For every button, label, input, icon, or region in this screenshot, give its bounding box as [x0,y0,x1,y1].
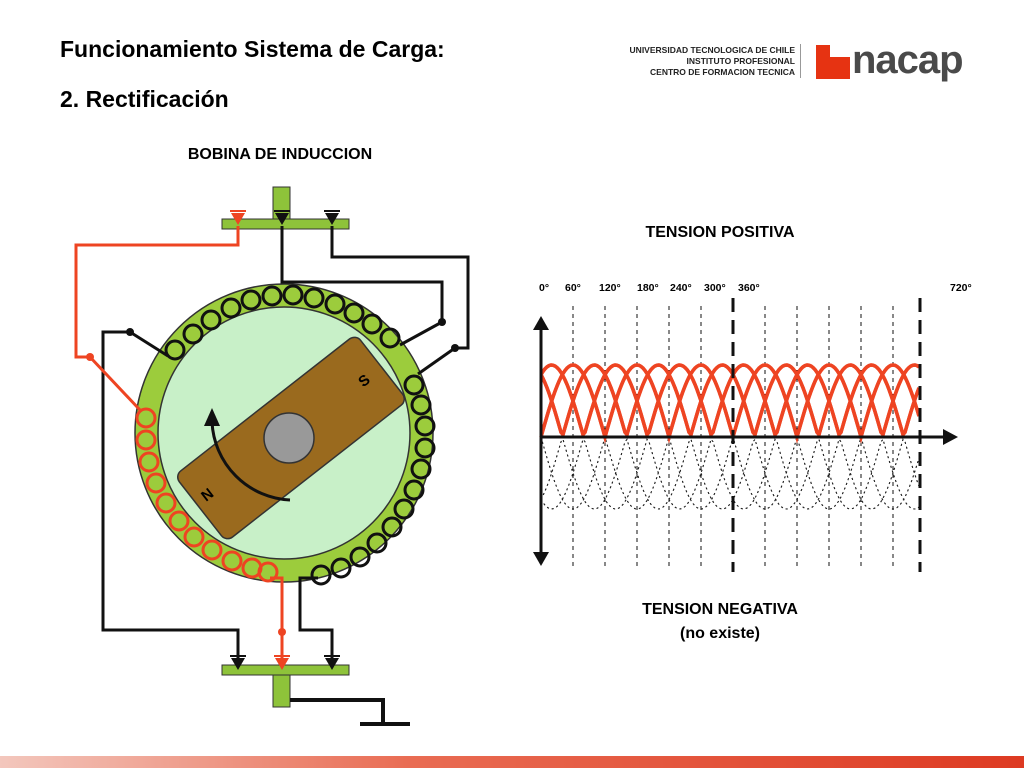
positive-wave [539,363,921,444]
institution-line-1: UNIVERSIDAD TECNOLOGICA DE CHILE [629,45,795,55]
degree-tick-label: 720° [950,282,972,294]
degree-tick-label: 300° [704,282,726,294]
positive-rectified-waves [539,363,921,444]
footer-bar [0,756,1024,768]
negative-label-line-1: TENSION NEGATIVA [642,601,798,618]
negative-wave [540,435,920,510]
institution-line-3: CENTRO DE FORMACION TECNICA [650,67,795,77]
rotor-shaft [263,412,315,464]
positive-wave [539,363,920,439]
ground-icon [290,698,410,726]
coil-winding-left [135,407,279,583]
logo-wordmark: nacap [852,38,964,82]
coil-winding-top [164,284,401,361]
degree-tick-label: 180° [637,282,659,294]
negative-wave [540,435,920,510]
negative-wave [540,438,920,510]
slide-subtitle: 2. Rectificación [60,86,229,112]
institution-name: UNIVERSIDAD TECNOLOGICA DE CHILE INSTITU… [615,45,795,78]
degree-tick-label: 240° [670,282,692,294]
degree-tick-label: 360° [738,282,760,294]
positive-wave [539,363,921,439]
degree-tick-label: 120° [599,282,621,294]
degree-tick-label: 60° [565,282,581,294]
logo-divider [800,44,801,78]
institution-line-2: INSTITUTO PROFESIONAL [686,56,795,66]
axis-arrow-up-icon [533,316,549,330]
slide-title: Funcionamiento Sistema de Carga: [60,36,445,62]
wiring-black [101,226,470,660]
coil-title: BOBINA DE INDUCCION [187,146,373,163]
bottom-rectifier-plate [221,664,350,708]
negative-half-waves [540,435,920,510]
degree-tick-label: 0° [539,282,550,294]
negative-wave [540,438,920,510]
axis-arrow-down-icon [533,552,549,566]
wire-junctions [86,318,459,636]
inacap-logo-icon [816,45,850,79]
negative-voltage-label: TENSION NEGATIVA (no existe) [610,598,830,646]
rotation-arrow-icon [204,408,291,502]
positive-voltage-label: TENSION POSITIVA [645,224,795,241]
negative-wave [540,438,920,510]
top-rectifier-plate [221,186,350,230]
negative-label-line-2: (no existe) [679,625,760,642]
negative-wave [540,438,920,510]
axis-arrow-right-icon [943,429,958,445]
coil-winding-right [310,374,436,586]
waveform-chart [533,298,958,572]
